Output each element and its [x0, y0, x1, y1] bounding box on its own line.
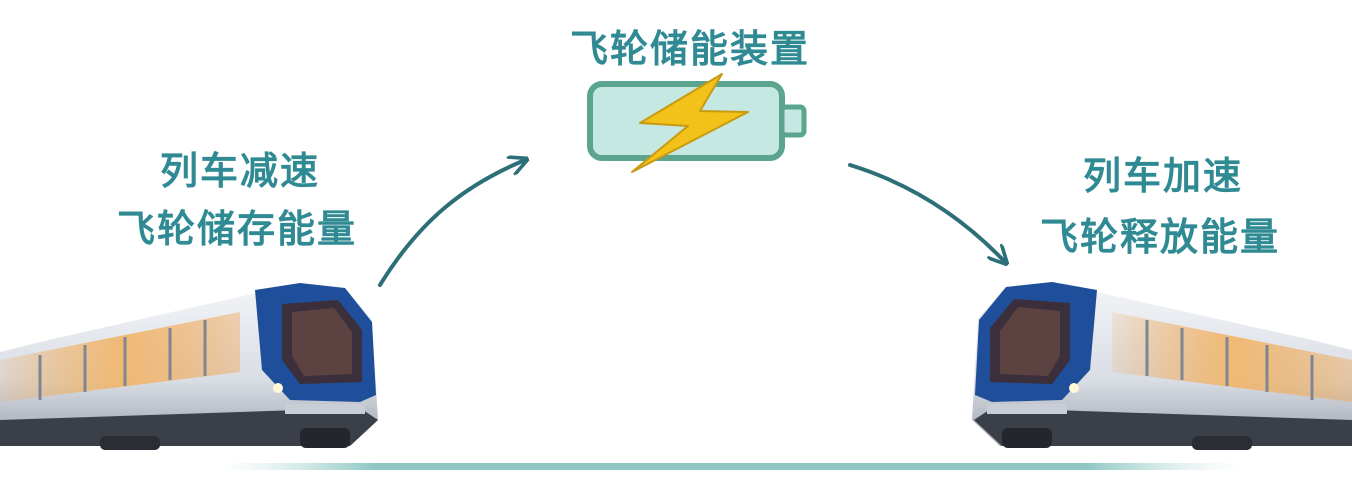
track-line — [220, 463, 1240, 470]
right-train-image — [972, 282, 1352, 450]
arrow-left-to-device — [378, 160, 525, 287]
left-train-image — [0, 283, 378, 450]
right-label-accelerate: 列车加速 — [1083, 154, 1244, 198]
right-label-release-energy: 飞轮释放能量 — [1040, 215, 1281, 259]
left-label-store-energy: 飞轮储存能量 — [117, 207, 358, 251]
device-title: 飞轮储能装置 — [570, 27, 811, 71]
left-label-decelerate: 列车减速 — [160, 149, 321, 193]
battery-lightning-icon — [587, 73, 807, 173]
arrow-device-to-right — [848, 163, 1005, 262]
lightning-bolt-icon — [631, 73, 749, 173]
